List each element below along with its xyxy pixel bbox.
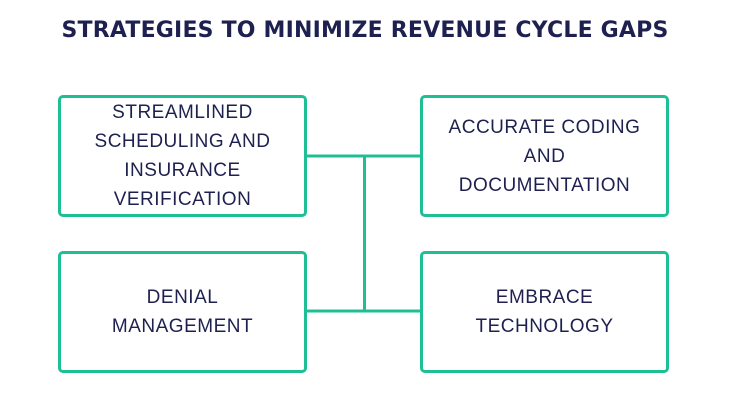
strategy-box-denial: DENIAL MANAGEMENT <box>58 251 307 373</box>
strategy-label: EMBRACE TECHNOLOGY <box>475 287 614 337</box>
strategy-label: DENIAL MANAGEMENT <box>111 287 254 337</box>
strategy-label: STREAMLINED SCHEDULING AND INSURANCE VER… <box>94 102 271 210</box>
strategy-box-technology: EMBRACE TECHNOLOGY <box>420 251 669 373</box>
strategy-box-coding: ACCURATE CODING AND DOCUMENTATION <box>420 95 669 217</box>
strategy-box-scheduling: STREAMLINED SCHEDULING AND INSURANCE VER… <box>58 95 307 217</box>
strategy-label: ACCURATE CODING AND DOCUMENTATION <box>448 116 641 196</box>
diagram-title: STRATEGIES TO MINIMIZE REVENUE CYCLE GAP… <box>61 18 669 43</box>
